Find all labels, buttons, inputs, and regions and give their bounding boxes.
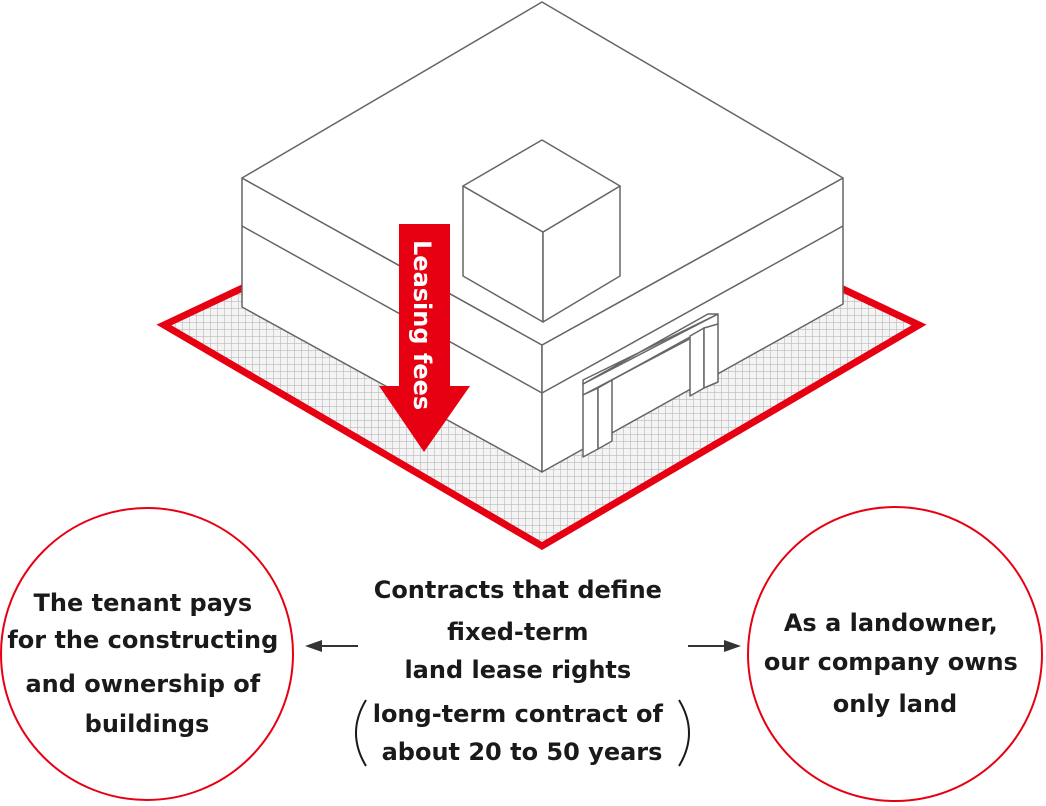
- contract-line: Contracts that define: [374, 576, 662, 604]
- right-parenthesis: [678, 699, 690, 767]
- contract-text-group: Contracts that define fixed-term land le…: [355, 576, 690, 767]
- landowner-line: only land: [833, 690, 958, 718]
- entrance-canopy-top: [582, 313, 719, 385]
- tenant-line: for the constructing: [7, 626, 278, 654]
- arrow-shape: [379, 224, 470, 452]
- tenant-circle: [0, 507, 294, 801]
- contract-note-line: about 20 to 50 years: [382, 738, 663, 766]
- contract-note-line: long-term contract of: [373, 700, 664, 728]
- tenant-text: The tenant pays for the constructing and…: [7, 589, 286, 738]
- tenant-line: and ownership of: [25, 670, 260, 698]
- entrance-door-line: [611, 336, 691, 381]
- arrow-label: Leasing fees: [408, 240, 436, 410]
- floor-line-right: [541, 225, 844, 394]
- floor-line-left: [241, 225, 543, 394]
- landowner-line: As a landowner,: [784, 609, 998, 637]
- contract-line: land lease rights: [404, 656, 631, 684]
- tenant-circle-group: The tenant pays for the constructing and…: [0, 507, 294, 801]
- landowner-circle-group: As a landowner, our company owns only la…: [747, 506, 1043, 802]
- right-pointer-arrow: [688, 640, 741, 652]
- building: [241, 1, 844, 473]
- rooftop-box-top: [462, 139, 621, 233]
- contract-text: Contracts that define fixed-term land le…: [373, 576, 672, 766]
- leasing-fees-arrow: Leasing fees: [379, 224, 470, 452]
- entrance-pillar-left: [582, 387, 599, 458]
- contract-line: fixed-term: [447, 618, 588, 646]
- landowner-text: As a landowner, our company owns only la…: [764, 609, 1026, 718]
- entrance-pillar-left-side: [597, 379, 613, 450]
- tenant-line: buildings: [85, 710, 210, 738]
- landowner-line: our company owns: [764, 648, 1018, 676]
- entrance-pillar-right: [689, 327, 705, 397]
- landowner-circle: [747, 506, 1043, 802]
- left-pointer-arrow: [305, 640, 358, 652]
- tenant-line: The tenant pays: [34, 589, 253, 617]
- entrance-pillar-right-side: [703, 323, 719, 389]
- left-parenthesis: [355, 699, 367, 767]
